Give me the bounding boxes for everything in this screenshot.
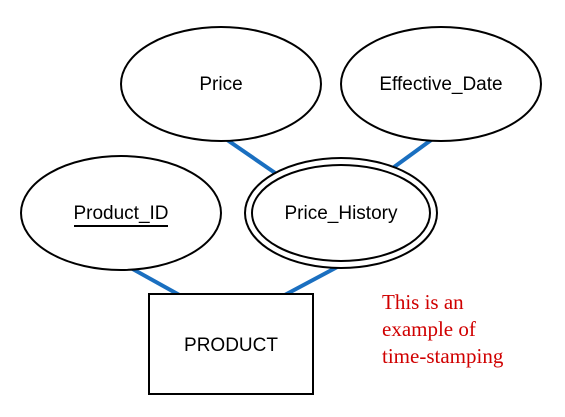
attribute-price-history: Price_History bbox=[244, 157, 438, 269]
attribute-product-id: Product_ID bbox=[20, 155, 222, 271]
note-line: example of bbox=[382, 317, 476, 341]
attribute-price: Price bbox=[120, 26, 322, 142]
attribute-effective-date: Effective_Date bbox=[340, 26, 542, 142]
connector-price-to-price-history bbox=[218, 133, 283, 179]
time-stamping-note: This is an example of time-stamping bbox=[382, 289, 557, 370]
attribute-effective-date-ellipse bbox=[340, 26, 542, 142]
attribute-product-id-ellipse bbox=[20, 155, 222, 271]
attribute-product-id-label: Product_ID bbox=[73, 203, 168, 224]
note-line: time-stamping bbox=[382, 344, 504, 368]
attribute-price-ellipse bbox=[120, 26, 322, 142]
attribute-effective-date-label: Effective_Date bbox=[379, 74, 502, 95]
note-line: This is an bbox=[382, 290, 464, 314]
attribute-price-label: Price bbox=[199, 74, 242, 95]
entity-product: PRODUCT bbox=[148, 293, 314, 395]
entity-product-box bbox=[148, 293, 314, 395]
attribute-price-history-inner-ellipse bbox=[251, 164, 431, 262]
attribute-price-history-label: Price_History bbox=[285, 203, 398, 224]
connector-price-history-to-product bbox=[280, 263, 342, 299]
entity-product-label: PRODUCT bbox=[184, 335, 278, 356]
